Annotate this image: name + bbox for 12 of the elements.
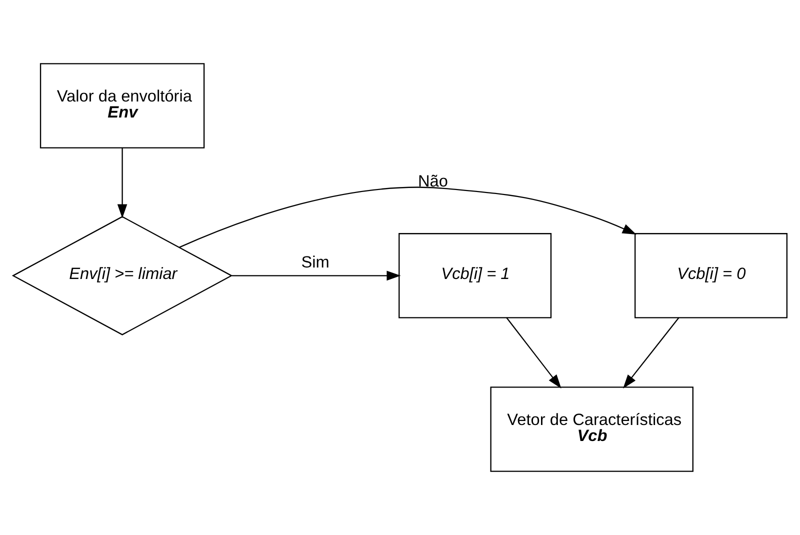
node-box: Valor da envoltória Env	[40, 63, 205, 148]
arrow	[117, 148, 128, 218]
node-box: Vcb[i] = 0	[634, 233, 788, 318]
node-diamond: Env[i] >= limiar	[12, 216, 233, 336]
edge-label: Sim	[301, 254, 330, 272]
arrow	[179, 186, 636, 248]
node-box: Vetor de Características Vcb	[490, 386, 694, 472]
arrow	[506, 317, 562, 389]
arrow	[232, 270, 401, 281]
node-box: Vcb[i] = 1	[398, 233, 552, 318]
edge-label: Não	[418, 172, 448, 191]
arrow	[623, 317, 680, 389]
